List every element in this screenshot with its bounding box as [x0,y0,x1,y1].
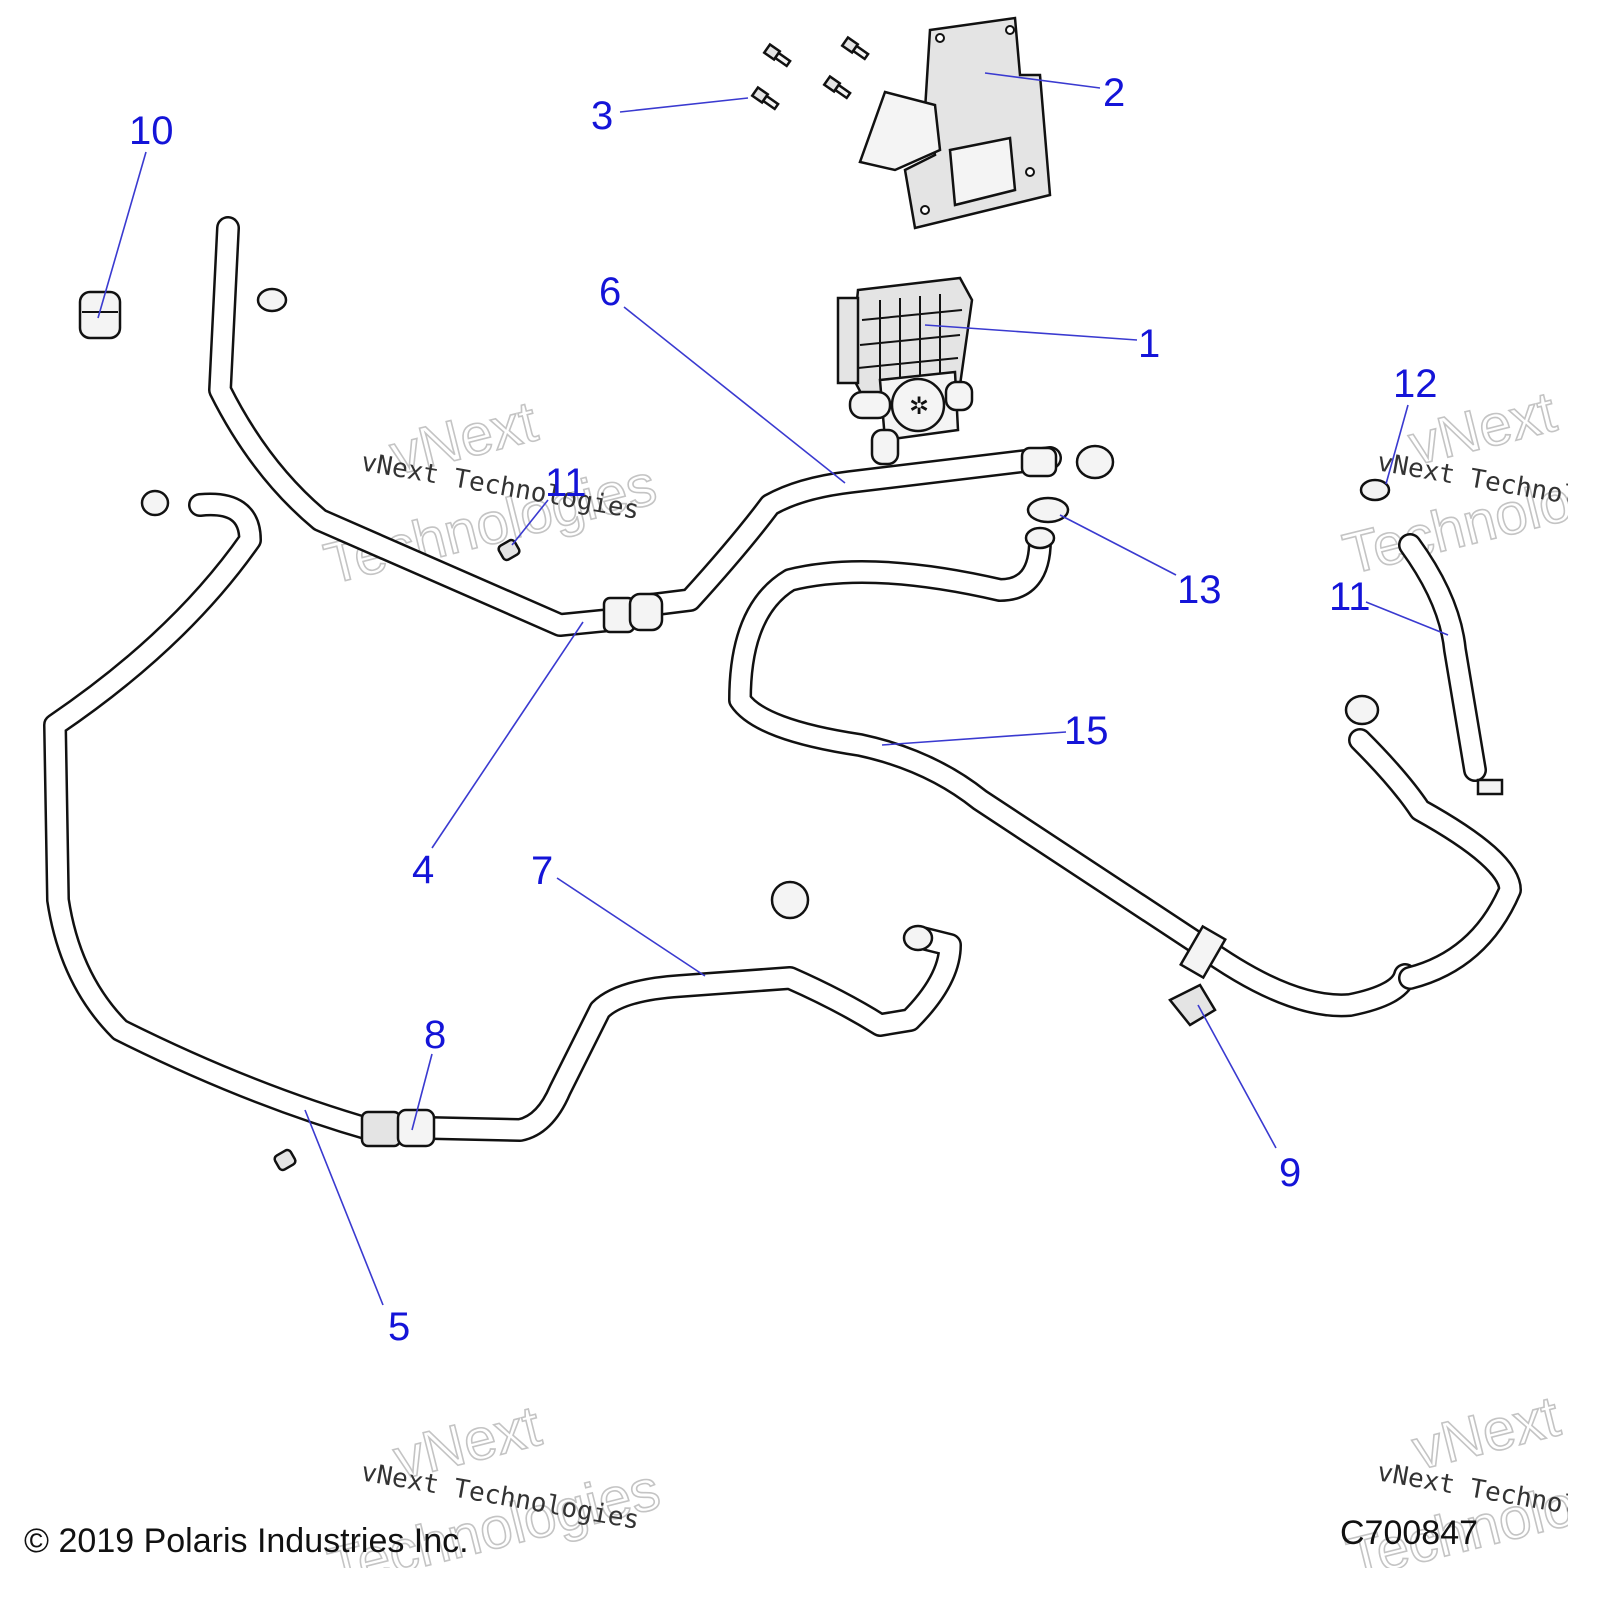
clamp-2 [140,489,170,517]
callout-5: 5 [388,1305,410,1349]
callout-11: 11 [1329,575,1371,619]
callout-10: 10 [129,109,174,153]
screws-part-3 [750,35,870,111]
clamp-1 [256,287,288,313]
callout-1: 1 [1138,322,1160,366]
leader-lines [97,72,1449,1306]
hose-right-section [1348,728,1522,990]
hose-part-4 [208,216,622,637]
callout-3: 3 [591,94,613,138]
bracket-part-2 [858,16,1052,230]
callout-6: 6 [599,270,621,314]
clamp-part-12 [1359,478,1391,502]
clamp-5 [770,880,810,920]
callout-9: 9 [1279,1151,1301,1195]
hose-part-15 [728,528,1417,1018]
callout-4: 4 [412,848,434,892]
coupler-upper [602,592,664,634]
callout-7: 7 [531,849,553,893]
clamp-part-10 [78,290,122,340]
callout-2: 2 [1103,71,1125,115]
hose-end-part-15 [1024,526,1056,550]
fitting-right [1476,778,1504,796]
callout-12: 12 [1393,362,1438,406]
clamp-part-13 [1026,496,1070,524]
hose-part-5 [43,492,384,1142]
hose-part-7 [418,924,962,1142]
fitting-part-14-upper [497,538,521,562]
callouts: 1 2 3 4 5 6 7 8 9 10 11 11 12 13 15 [129,71,1438,1349]
coupler-lower-part-8 [360,1108,436,1148]
callout-15: 15 [1064,709,1109,753]
callout-13: 13 [1177,568,1222,612]
hose-part-11 [1398,533,1487,782]
svg-text:✲: ✲ [909,392,929,420]
hose-end-part-6 [1020,446,1058,478]
valve-part-1: ✲ [836,276,974,466]
parts-diagram: vNext Technologies vNext Technologies vN… [43,16,1568,1568]
clamp-4 [1344,694,1380,726]
copyright-notice: © 2019 Polaris Industries Inc. [24,1522,469,1560]
hose-part-6 [638,446,1062,617]
callout-11-small-fitting: 11 [545,461,587,505]
clamp-3 [1075,444,1115,480]
callout-8: 8 [424,1013,446,1057]
fitting-part-14-lower [273,1148,297,1172]
drawing-number: C700847 [1340,1514,1479,1552]
